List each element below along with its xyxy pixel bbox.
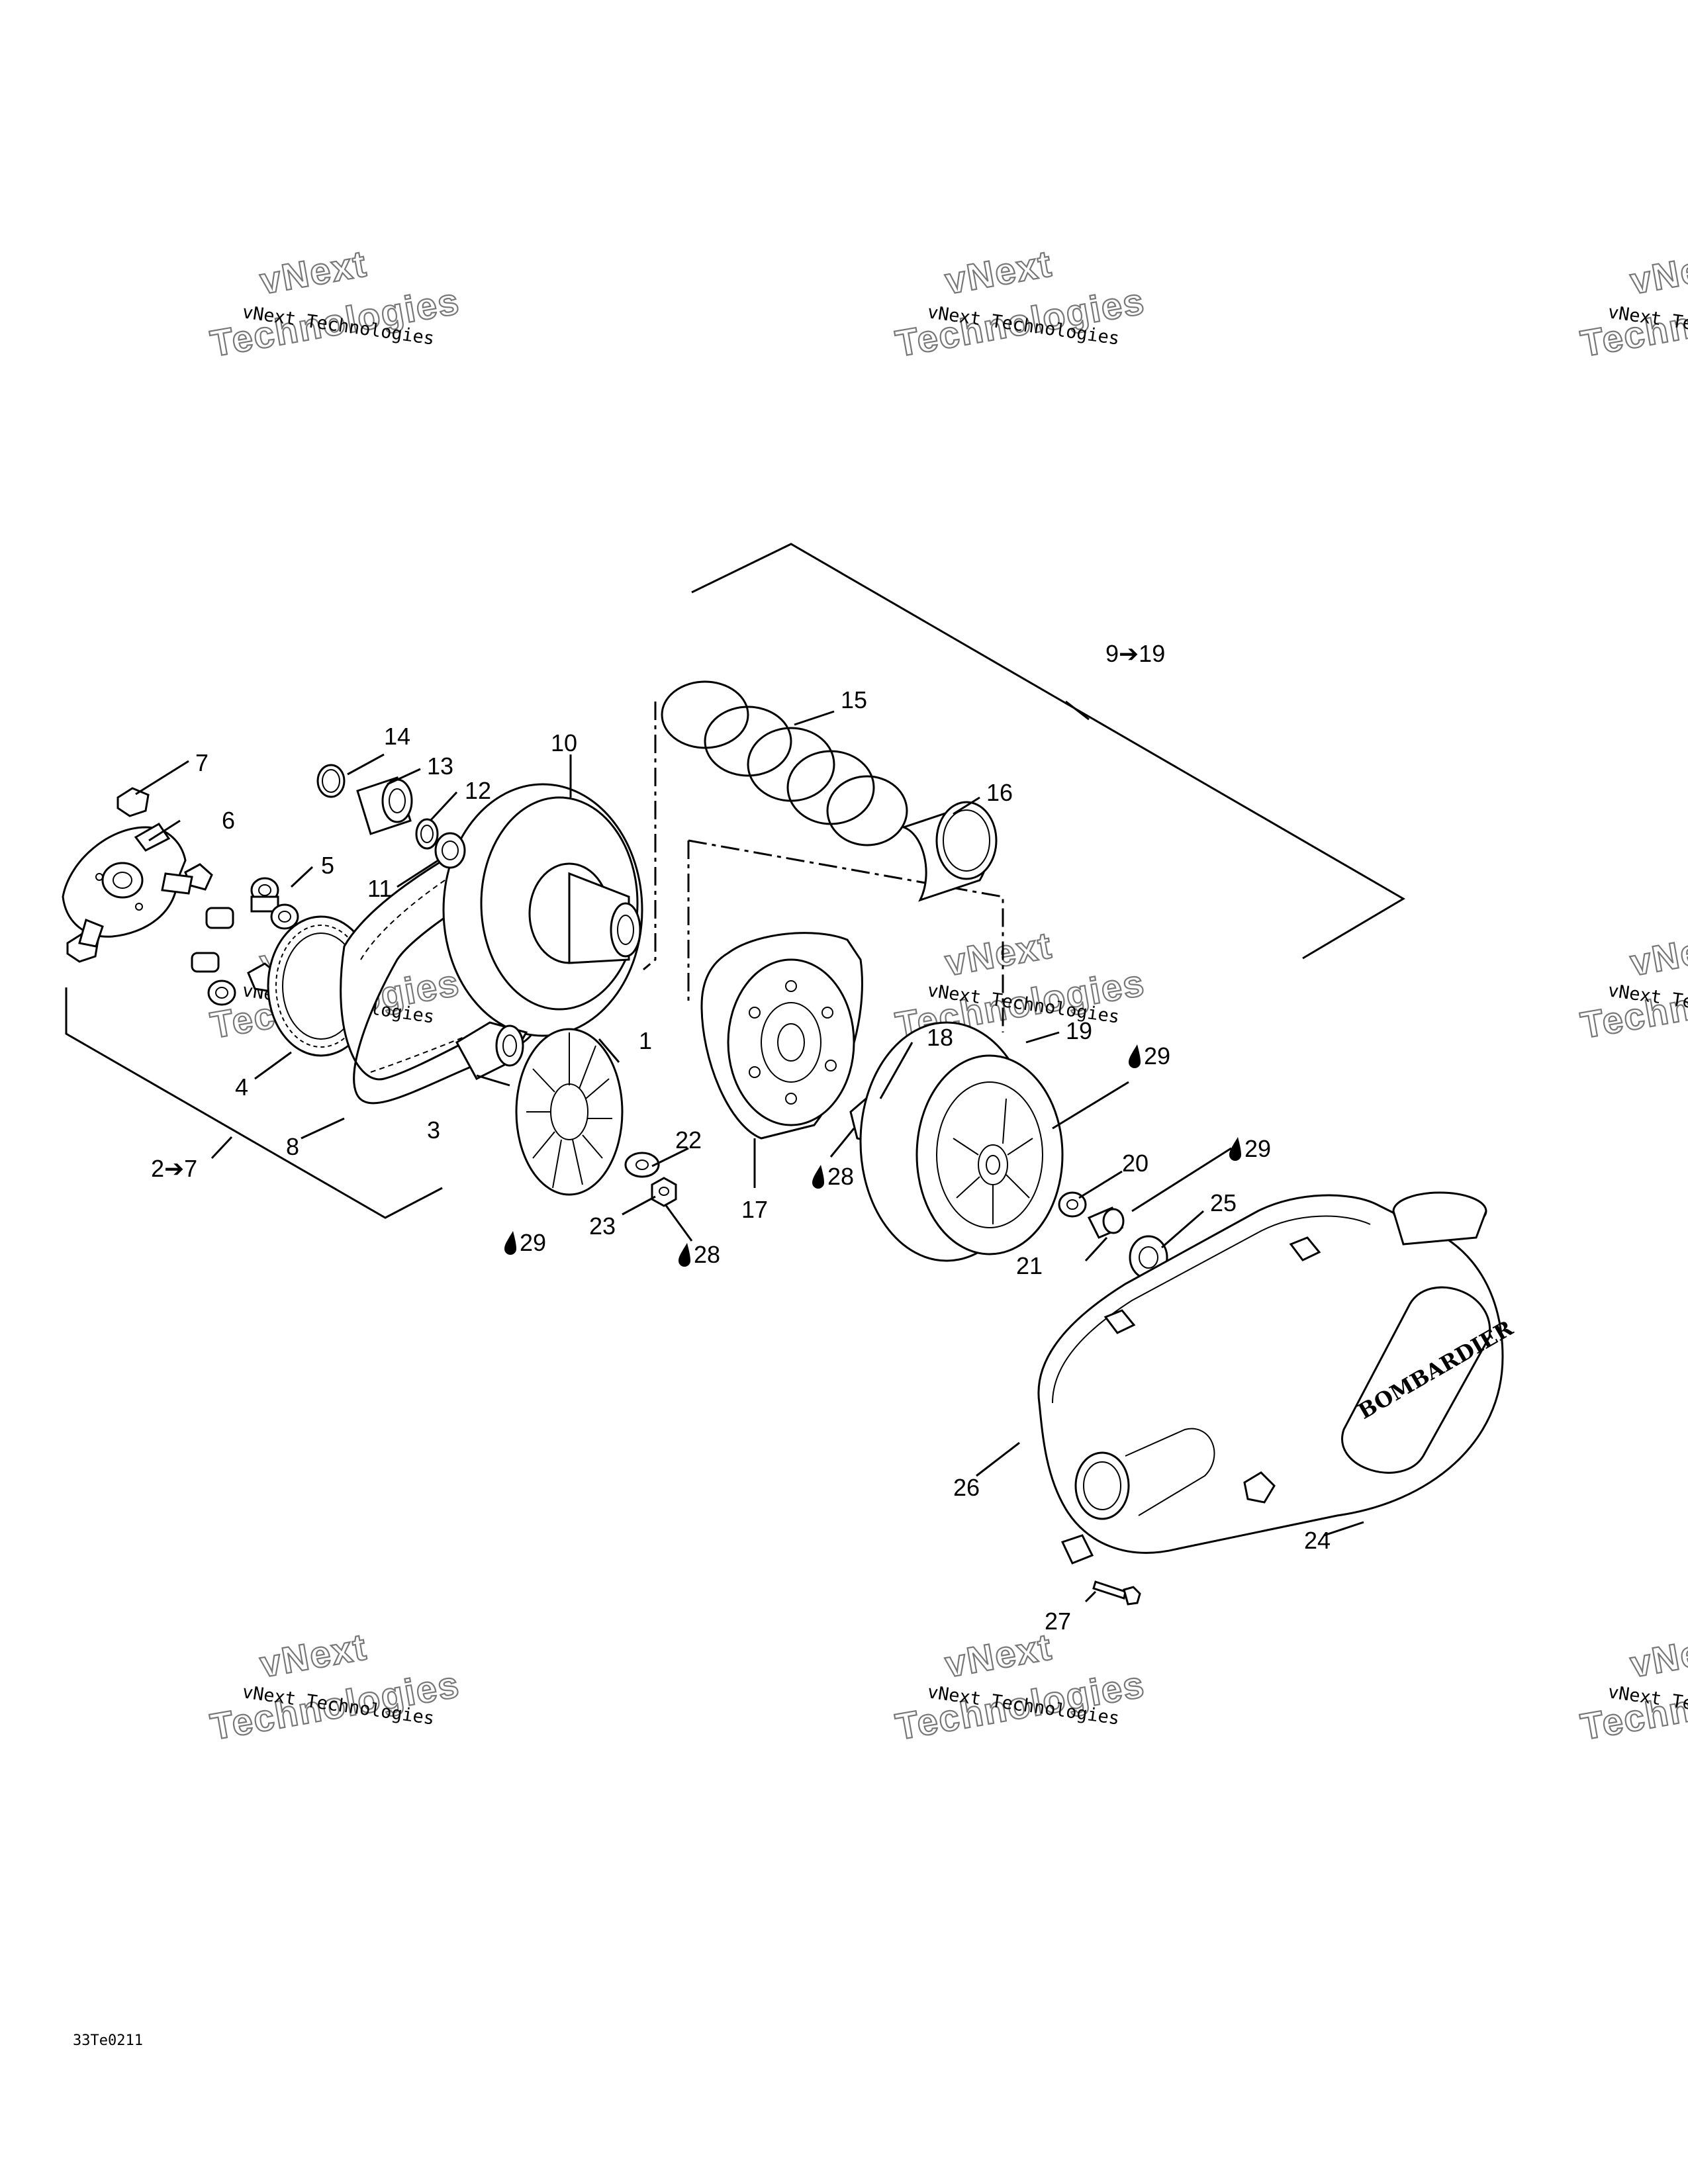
callout-22: 22 <box>675 1126 702 1154</box>
nut-part-23 <box>651 1177 677 1207</box>
oil-drop-icon <box>679 1243 690 1267</box>
svg-text:vNext: vNext <box>1627 1625 1688 1685</box>
callout-19: 19 <box>1066 1017 1092 1044</box>
cam-sleeve-part-16 <box>900 801 998 902</box>
callout-13: 13 <box>427 752 453 780</box>
callout-numbers: 1 3 4 5 6 7 8 10 11 12 13 14 15 16 17 18… <box>195 686 1331 1635</box>
circlip-part-12 <box>415 818 439 850</box>
callout-14: 14 <box>384 723 410 750</box>
needle-bearing-part-13 <box>356 776 413 835</box>
callout-20: 20 <box>1122 1150 1149 1177</box>
clutch-drum-part-19 <box>859 1021 1064 1262</box>
callout-23: 23 <box>589 1212 616 1240</box>
lubricant-ref: 29 <box>1229 1135 1271 1162</box>
callout-24: 24 <box>1304 1527 1331 1554</box>
callout-15: 15 <box>841 686 867 713</box>
svg-text:29: 29 <box>1244 1135 1271 1162</box>
group-label-2-7: 2➔7 <box>151 1155 197 1182</box>
callout-3: 3 <box>427 1116 440 1144</box>
lubricant-ref: 28 <box>679 1241 720 1268</box>
callout-1: 1 <box>639 1027 652 1054</box>
watermark: vNext Technologies <box>1577 242 1688 365</box>
group-bracket-2-7 <box>65 987 443 1219</box>
svg-text:vNext: vNext <box>1627 924 1688 983</box>
oil-drop-icon <box>1229 1137 1241 1161</box>
callout-6: 6 <box>222 807 235 834</box>
callout-26: 26 <box>953 1474 980 1501</box>
ramp-plate-part-6 <box>62 823 193 948</box>
callout-12: 12 <box>465 777 491 804</box>
watermark: vNext Technologies <box>1577 923 1688 1047</box>
lubricant-ref: 29 <box>1129 1042 1170 1069</box>
svg-text:28: 28 <box>694 1241 720 1268</box>
driven-pulley-part-10 <box>442 783 643 1037</box>
group-bracket-9-19 <box>691 543 1405 960</box>
leader-lines <box>135 710 1364 1603</box>
fan-plate-part-1 <box>515 1028 624 1196</box>
sleeve-part-3 <box>455 1021 528 1080</box>
group-label-9-19: 9➔19 <box>1105 640 1165 667</box>
svg-text:28: 28 <box>827 1163 854 1190</box>
callout-18: 18 <box>927 1024 953 1051</box>
callout-7: 7 <box>195 749 209 776</box>
bolt-part-27 <box>1092 1580 1141 1606</box>
svg-text:29: 29 <box>1144 1042 1170 1069</box>
lubricant-ref: 29 <box>504 1229 546 1256</box>
callout-11: 11 <box>367 875 392 902</box>
svg-text:vNext: vNext <box>1627 242 1688 302</box>
lubricant-ref: 29 <box>1460 964 1489 1010</box>
reference-code: 33Te0211 <box>73 2032 143 2049</box>
washer-part-20 <box>1058 1191 1087 1218</box>
callout-21: 21 <box>1016 1252 1043 1279</box>
callout-5: 5 <box>321 852 334 879</box>
callout-4: 4 <box>235 1073 248 1101</box>
assembly-lines <box>643 702 1004 1032</box>
callout-17: 17 <box>741 1196 768 1223</box>
svg-text:vNext: vNext <box>257 1625 370 1685</box>
svg-text:vNext: vNext <box>942 242 1055 302</box>
callout-10: 10 <box>551 729 577 756</box>
svg-text:vNext: vNext <box>942 924 1055 983</box>
svg-text:vNext: vNext <box>942 1625 1055 1685</box>
lubricant-ref: 28 <box>812 1163 854 1190</box>
washer-part-22 <box>624 1152 660 1178</box>
ring-part-14 <box>316 764 346 798</box>
clutch-shoe-part-17 <box>700 932 863 1140</box>
lubricant-references: 29 28 28 29 29 29 <box>504 964 1489 1268</box>
cvt-cover-part-24: BOMBARDIER <box>1037 1191 1517 1565</box>
bearing-part-11 <box>434 832 466 869</box>
svg-text:vNext: vNext <box>257 242 370 302</box>
watermark: vNext Technologies <box>1577 1625 1688 1749</box>
spring-part-15 <box>661 680 908 846</box>
oil-drop-icon <box>812 1165 824 1189</box>
oil-drop-icon <box>504 1231 516 1255</box>
callout-16: 16 <box>986 779 1013 806</box>
callout-25: 25 <box>1210 1189 1237 1216</box>
oil-drop-icon <box>1129 1044 1141 1068</box>
spacer-part-21 <box>1087 1206 1125 1239</box>
callout-27: 27 <box>1045 1608 1071 1635</box>
callout-8: 8 <box>286 1133 299 1160</box>
svg-text:29: 29 <box>520 1229 546 1256</box>
